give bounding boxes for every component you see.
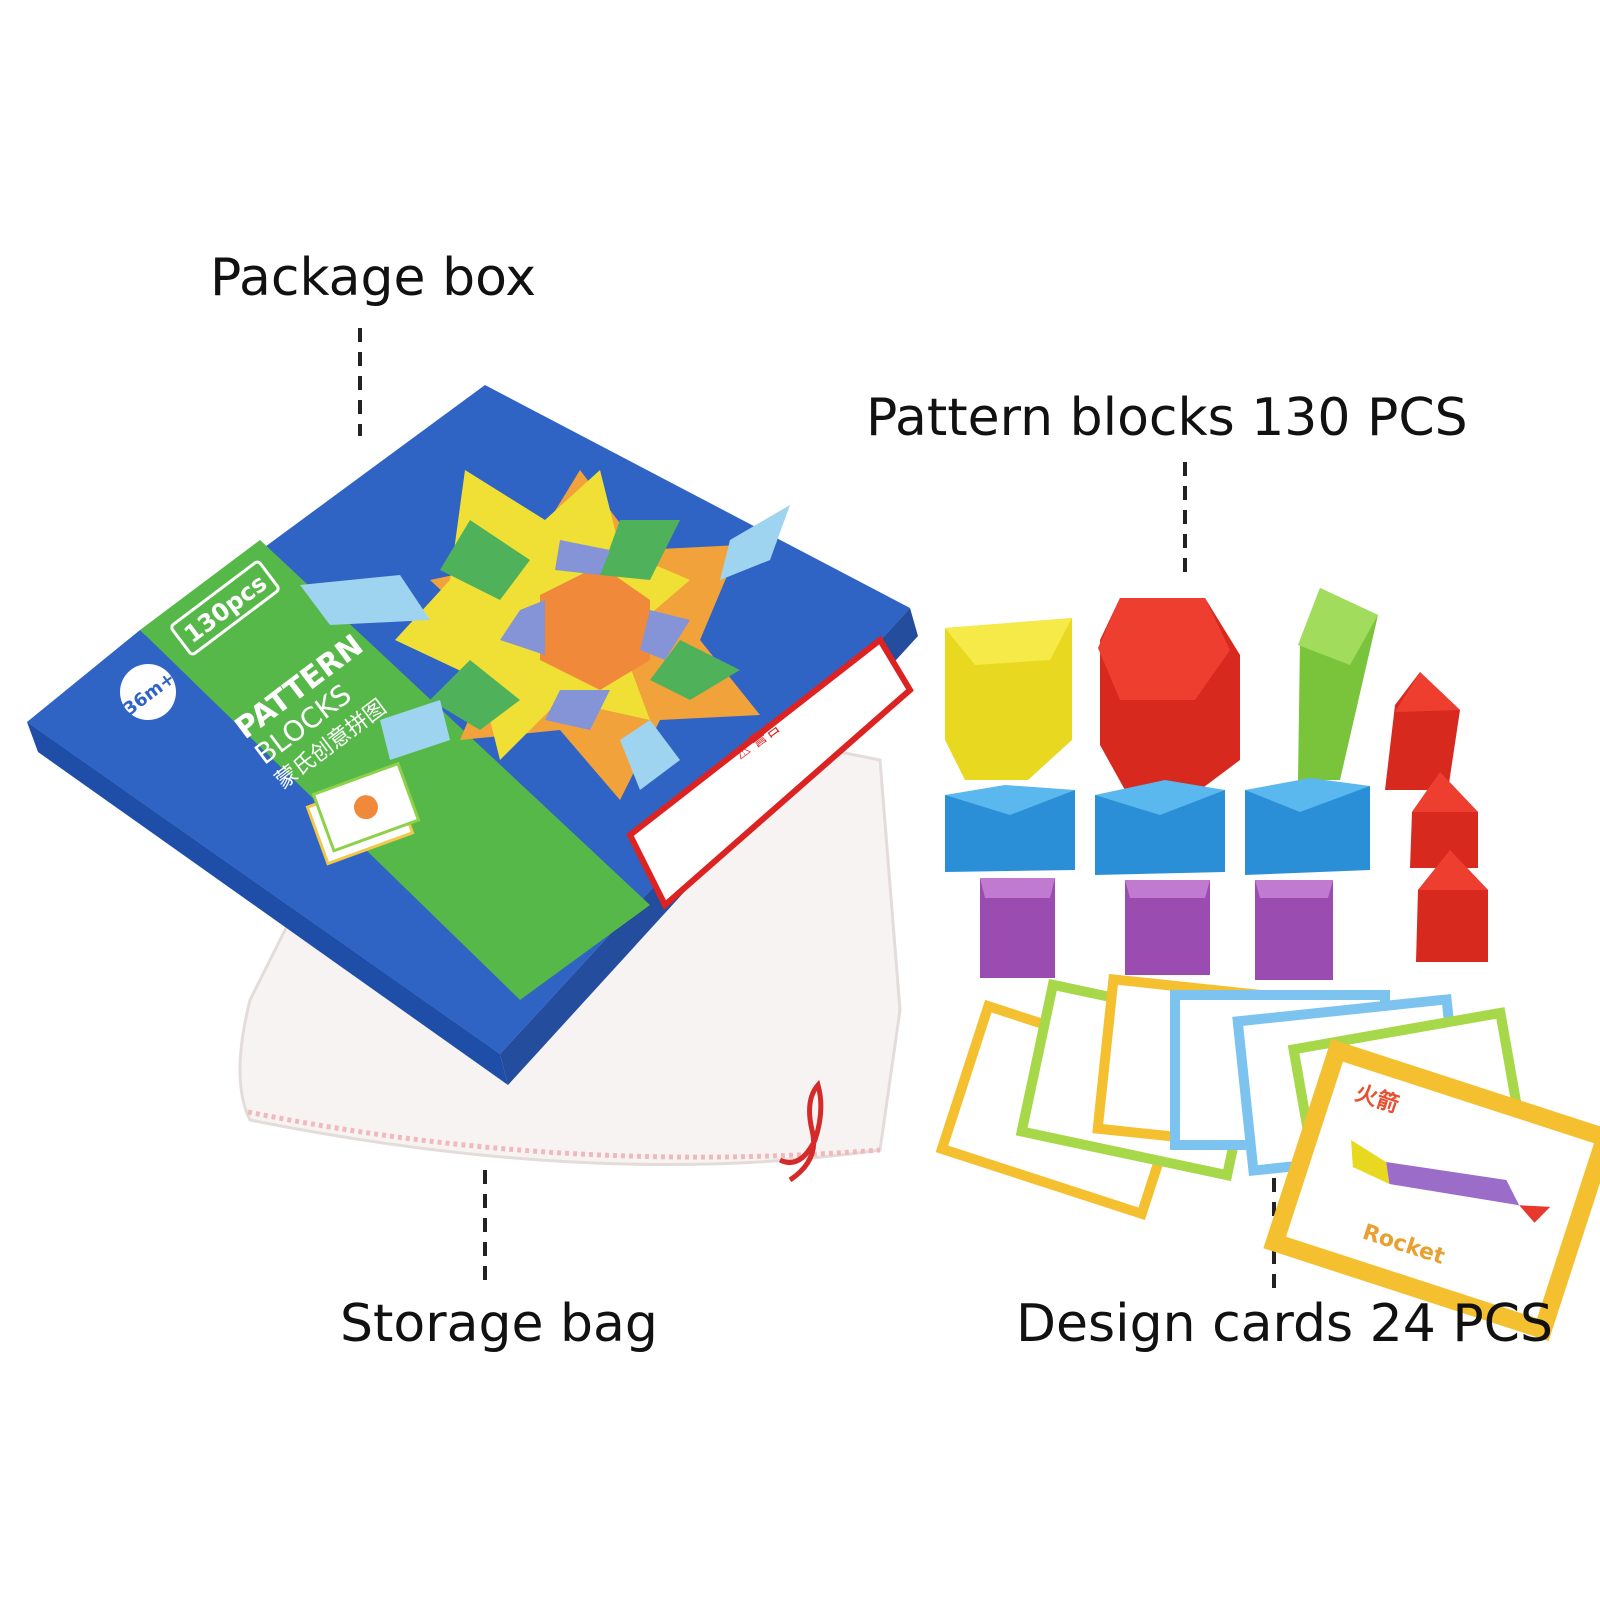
green-rhombus-stack [1298,588,1378,780]
age-badge: 36m+ [120,664,179,720]
red-hexagon-stack [1098,598,1240,790]
package-box: 130pcs 36m+ PATTERN BLOCKS 蒙氏创意拼图 ⚠ 警告 [27,385,918,1085]
drawstring-icon [778,1079,824,1183]
label-storage-bag: Storage bag [340,1294,658,1354]
purple-square-stacks [980,878,1333,980]
yellow-trapezoid-stack [945,618,1072,780]
design-cards: 火箭 Rocket [935,973,1600,1341]
label-pattern-blocks: Pattern blocks 130 PCS [866,388,1468,448]
rocket-icon [1386,1161,1520,1206]
front-design-card: 火箭 Rocket [1263,1039,1600,1341]
pattern-blocks [945,588,1488,980]
label-design-cards: Design cards 24 PCS [1016,1294,1553,1354]
blue-rhombus-stacks [945,778,1370,875]
label-package-box: Package box [210,248,537,308]
red-triangle-stacks [1385,672,1488,962]
star-mosaic-icon [300,470,790,800]
mini-cards-icon [305,761,421,866]
